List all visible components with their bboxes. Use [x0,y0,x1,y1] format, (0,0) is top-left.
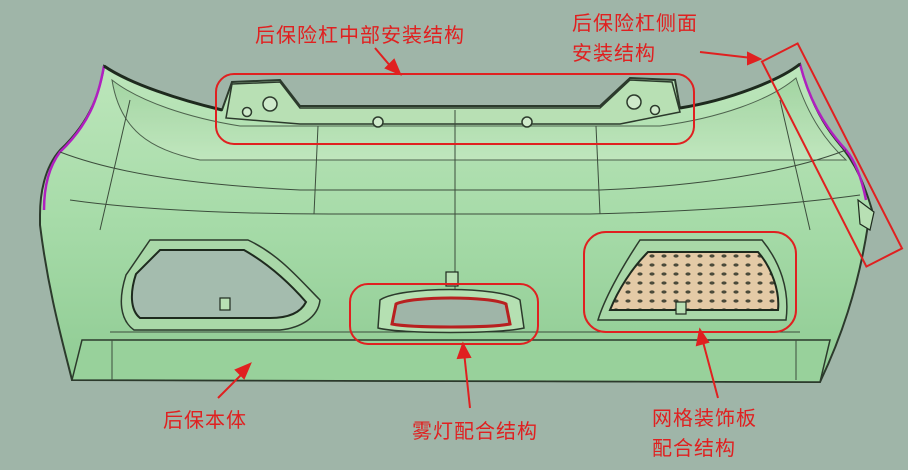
left-edge-highlight [42,65,106,211]
callout-side-mount [760,42,904,268]
label-middle-mount: 后保险杠中部安装结构 [255,23,465,47]
arrow-side-mount-head [747,51,763,66]
lower-band [71,339,831,383]
mesh-panel [608,251,780,311]
label-mesh-panel-line2: 配合结构 [652,436,736,460]
surface-line [313,125,319,215]
arrow-fog-lamp-head [456,341,472,360]
bumper-upper-surface [111,77,848,161]
arrow-body-head [234,362,252,380]
mount-hole [649,104,661,116]
arrow-mesh-panel-head [695,327,710,347]
mount-hole [241,106,253,118]
surface-line [69,194,861,215]
label-side-mount-line1: 后保险杠侧面 [572,11,698,35]
mount-hole [626,94,642,110]
annotations [215,42,904,409]
callout-mesh-panel [583,231,797,333]
label-mesh-panel-line1: 网格装饰板 [652,406,757,430]
lower-line [111,340,797,380]
surface-line [779,99,811,231]
left-opening [130,249,308,319]
arrow-mesh-panel [701,337,719,399]
middle-mount-bracket [225,79,681,125]
surface-line [59,149,847,191]
callout-middle-mount [215,73,695,145]
mount-hole [262,96,278,112]
arrow-fog-lamp [463,351,471,409]
callout-fog-lamp [349,283,539,345]
label-bumper-body: 后保本体 [163,408,247,432]
top-edge-line [103,62,801,112]
surface-line [99,99,131,231]
surface-line [595,125,601,215]
fog-lamp-clip [445,271,459,287]
mount-hole [372,116,384,128]
fog-lamp-opening [390,296,512,329]
mount-hole [521,116,533,128]
arrow-middle-mount-head [384,58,402,76]
left-clip [219,297,231,311]
label-side-mount-line2: 安装结构 [572,41,656,65]
bumper-body-shape [39,62,875,384]
arrow-body [217,371,245,399]
arrow-side-mount [699,51,753,59]
label-fog-lamp: 雾灯配合结构 [412,419,538,443]
side-tab [857,198,875,231]
mesh-clip [675,301,687,315]
